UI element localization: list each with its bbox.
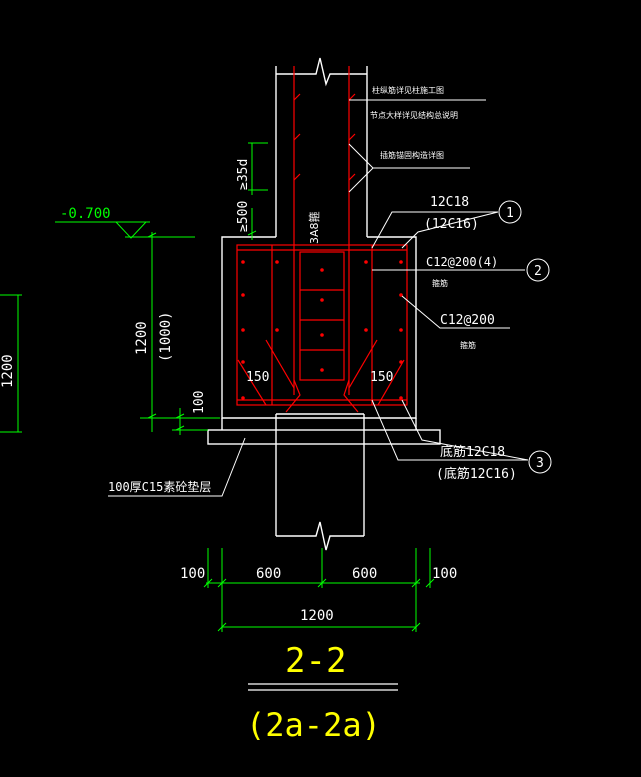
callout-2-sub: 箍筋 [432,278,448,288]
dim-bottom-1200: 1200 [300,608,334,624]
dim-bottom-100-right: 100 [432,566,457,582]
note-top-1: 柱纵筋详见柱施工图 [372,85,444,95]
callout-1-main: 12C18 [430,195,469,210]
dim-1000-vertical: (1000) [158,311,174,362]
text-layer: -0.700 1200 (1000) 100 ≥35d ≥500 3A8箍 12… [0,85,544,744]
callout-3-alt: (底筋12C16) [436,466,517,482]
callout-mid-main: C12@200 [440,313,495,328]
cushion-note: 100厚C15素砼垫层 [108,479,211,494]
callout-3-main: 底筋12C18 [440,444,505,460]
structure-outline [207,57,441,551]
stirrup-3a8-label: 3A8箍 [307,211,321,244]
left-partial-dim: 1200 [0,354,16,388]
callout-2-main: C12@200(4) [426,255,498,269]
callout-1-number: 1 [506,206,514,221]
rebar-cage [236,66,408,413]
rebar-dots [241,260,403,400]
dim-500: ≥500 [236,201,251,232]
section-title: 2-2 [285,641,346,681]
dim-150-right: 150 [370,370,393,385]
callout-1-alt: (12C16) [424,217,479,232]
elevation-label: -0.700 [60,206,111,222]
title-underline [248,683,398,691]
dim-150-left: 150 [246,370,269,385]
leader-lines [108,99,529,497]
dim-bottom-600-right: 600 [352,566,377,582]
callout-3-number: 3 [536,456,544,471]
dim-35d: ≥35d [236,159,251,190]
dim-100-vertical: 100 [192,391,207,414]
dim-bottom-600-left: 600 [256,566,281,582]
dim-1200-vertical: 1200 [134,321,150,355]
callout-2-number: 2 [534,264,542,279]
callout-circles [498,200,552,474]
dim-bottom-100-left: 100 [180,566,205,582]
dimension-lines [0,142,435,632]
section-subtitle: (2a-2a) [246,706,381,744]
callout-mid-sub: 箍筋 [460,340,476,350]
note-top-2: 节点大样详见结构总说明 [370,110,458,120]
note-top-3: 插筋锚固构造详图 [380,150,444,160]
